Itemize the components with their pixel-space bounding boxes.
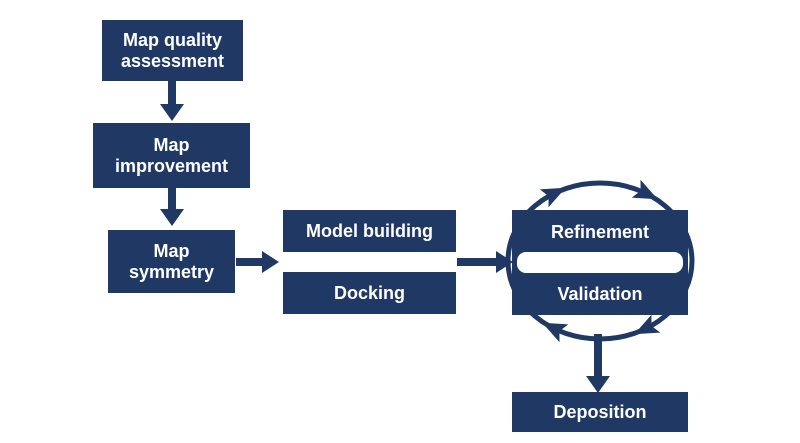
node-label: assessment: [120, 50, 225, 71]
node-deposition: Deposition: [512, 392, 688, 432]
node-docking: Docking: [283, 272, 456, 314]
arrow-validation-to-deposition: [594, 334, 602, 376]
node-label: Validation: [557, 283, 643, 304]
node-label: Model building: [306, 220, 433, 241]
node-label: Deposition: [553, 401, 647, 422]
node-label: Map: [153, 134, 190, 155]
arrowhead-down-icon: [586, 376, 610, 393]
arrowhead-down-icon: [160, 209, 184, 226]
arrow-map-quality-to-map-improvement: [168, 80, 176, 104]
node-validation: Validation: [512, 273, 688, 315]
arrowhead-right-icon: [262, 251, 279, 273]
node-label: Map: [153, 240, 190, 261]
arrow-map-improvement-to-map-symmetry: [168, 187, 176, 209]
node-label: Docking: [333, 282, 405, 303]
node-model-building: Model building: [283, 210, 456, 252]
arrow-model-building-to-refinement: [457, 258, 497, 266]
node-label: symmetry: [128, 261, 215, 282]
node-label: Refinement: [550, 221, 649, 242]
arrowhead-right-icon: [496, 251, 513, 273]
node-map-symmetry: Map symmetry: [108, 230, 235, 293]
refinement-validation-divider: [517, 252, 683, 273]
node-refinement: Refinement: [512, 210, 688, 254]
node-map-improvement: Map improvement: [93, 123, 250, 188]
node-label: improvement: [114, 155, 229, 176]
arrow-map-symmetry-to-model-building: [236, 258, 262, 266]
node-label: Map quality: [122, 29, 222, 50]
arrowhead-down-icon: [160, 104, 184, 121]
node-refinement-validation-cluster: Refinement Validation: [512, 210, 688, 315]
node-map-quality-assessment: Map quality assessment: [102, 20, 243, 81]
